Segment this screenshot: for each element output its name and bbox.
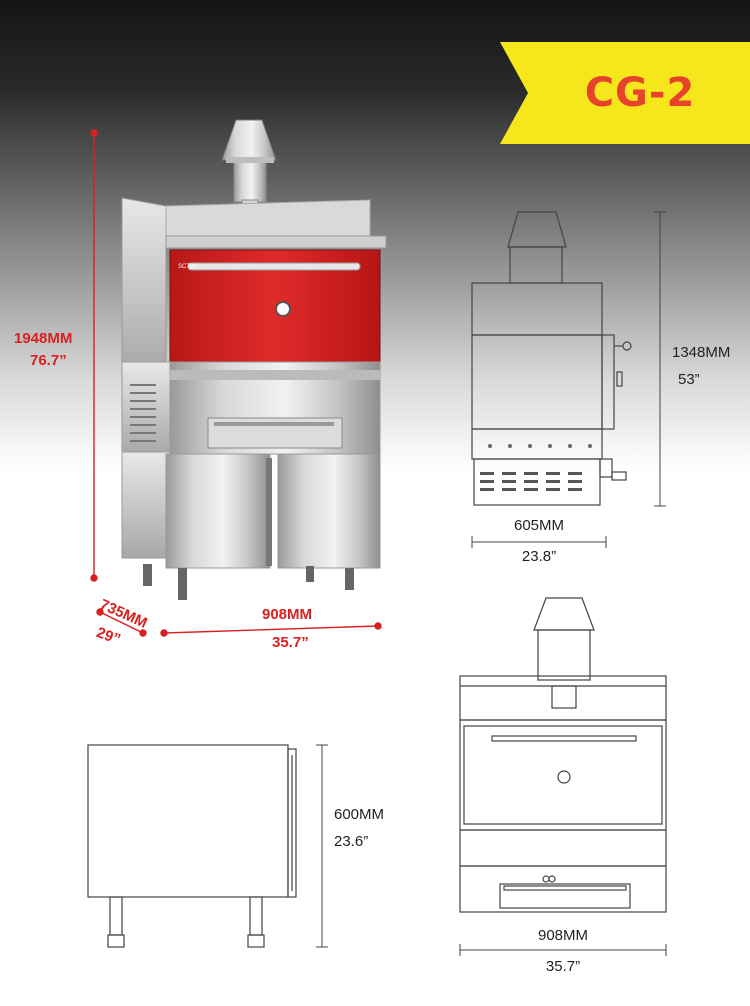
- cabinet-height-inch: 23.6”: [334, 833, 369, 850]
- cabinet-height-mm: 600MM: [334, 806, 385, 823]
- model-badge: [500, 42, 750, 144]
- side-width-mm: 605MM: [513, 517, 565, 534]
- oven-door: SCTW: [169, 249, 381, 363]
- cabinet-view-drawing: [87, 744, 328, 948]
- model-label: CG-2: [584, 70, 696, 116]
- main-width-inch: 35.7”: [272, 634, 309, 651]
- front-width-inch: 35.7”: [545, 958, 581, 975]
- front-width-mm: 908MM: [537, 927, 589, 944]
- side-height-mm: 1348MM: [672, 344, 731, 361]
- side-height-inch: 53”: [678, 371, 700, 388]
- lower-cabinet: [121, 451, 381, 569]
- main-width-mm: 908MM: [262, 606, 313, 623]
- main-height-mm: 1948MM: [14, 330, 73, 347]
- side-width-inch: 23.8”: [521, 548, 557, 565]
- main-height-inch: 76.7”: [30, 352, 67, 369]
- side-view-drawing: [471, 211, 666, 548]
- main-dimension-lines: [90, 129, 382, 637]
- front-view-drawing: [459, 597, 667, 956]
- oven-brand: SCTW: [178, 264, 196, 270]
